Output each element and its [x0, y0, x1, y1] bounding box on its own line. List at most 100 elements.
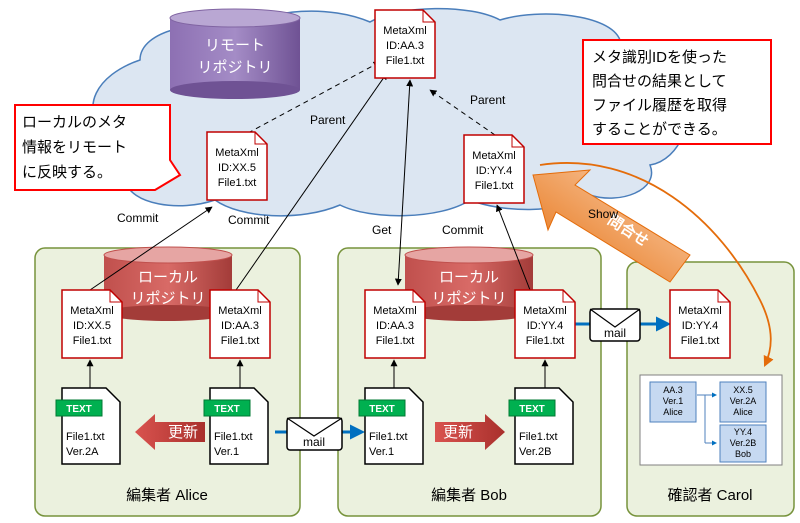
callout-left-line-3: に反映する。: [22, 164, 112, 181]
text-doc-alice-v2a-line-2: Ver.2A: [66, 446, 99, 458]
history-aa3-l2: Ver.1: [663, 396, 684, 406]
metaxml-remote-xx5-line-2: ID:XX.5: [218, 162, 256, 174]
metaxml-remote-yy4-line-2: ID:YY.4: [476, 165, 513, 177]
callout-right-line-1: メタ識別IDを使った: [592, 49, 727, 66]
commit-arrow-alice-2: [235, 72, 388, 291]
callout-right-line-2: 問合せの結果として: [592, 73, 727, 90]
text-tag-alice-v2a: [55, 399, 103, 417]
commit-label-alice-2: Commit: [228, 213, 270, 227]
mail-envelope-2: mail: [589, 308, 641, 342]
history-view: AA.3 Ver.1 Alice XX.5 Ver.2A Alice YY.4 …: [639, 374, 783, 466]
metaxml-alice-xx5-line-2: ID:XX.5: [73, 320, 111, 332]
text-tag-label-alice-v1: TEXT: [214, 404, 240, 415]
text-doc-alice-v1-line-1: File1.txt: [214, 431, 253, 443]
callout-left-line-2: 情報をリモート: [22, 139, 127, 156]
update-arrow-bob: 更新: [435, 414, 505, 450]
history-yy4-l1: YY.4: [734, 427, 752, 437]
local-repo-alice-label-1: ローカル: [138, 269, 198, 286]
metaxml-carol-yy4-line-1: MetaXml: [678, 305, 721, 317]
text-tag-label-bob-v1: TEXT: [369, 404, 395, 415]
local-repo-alice-label-2: リポジトリ: [130, 290, 205, 307]
metaxml-remote-aa3-line-1: MetaXml: [383, 25, 426, 37]
local-repo-bob-label-2: リポジトリ: [431, 290, 506, 307]
callout-left-line-1: ローカルのメタ: [22, 114, 127, 131]
metaxml-alice-xx5-line-3: File1.txt: [73, 335, 112, 347]
commit-arrow-alice-1: [89, 206, 213, 291]
show-arrow: [539, 162, 774, 367]
remote-repo-label-2: リポジトリ: [197, 59, 272, 76]
update-label-alice: 更新: [168, 424, 198, 441]
metaxml-alice-xx5-line-1: MetaXml: [70, 305, 113, 317]
metaxml-bob-yy4-line-2: ID:YY.4: [527, 320, 564, 332]
metaxml-bob-aa3-line-2: ID:AA.3: [376, 320, 414, 332]
parent-label-right: Parent: [470, 93, 506, 107]
metaxml-remote-aa3-line-2: ID:AA.3: [386, 40, 424, 52]
show-label: Show: [588, 207, 618, 221]
text-documents: TEXTFile1.txtVer.2ATEXTFile1.txtVer.1TEX…: [55, 387, 574, 465]
metaxml-remote-xx5-line-3: File1.txt: [218, 177, 257, 189]
mail-label-1: mail: [303, 435, 325, 449]
metaxml-carol-yy4-line-3: File1.txt: [681, 335, 720, 347]
metaxml-remote-aa3-line-3: File1.txt: [386, 55, 425, 67]
update-arrow-alice: 更新: [135, 414, 205, 450]
local-repo-bob-label-1: ローカル: [439, 269, 499, 286]
mail-envelope-1: mail: [286, 417, 343, 451]
callout-right-line-3: ファイル履歴を取得: [592, 97, 727, 114]
commit-arrow-bob: [496, 204, 531, 291]
callout-right: メタ識別IDを使った 問合せの結果として ファイル履歴を取得 することができる。: [582, 39, 772, 145]
mail-label-2: mail: [604, 326, 626, 340]
text-doc-bob-v1-line-1: File1.txt: [369, 431, 408, 443]
history-node-yy4: YY.4 Ver.2B Bob: [719, 424, 767, 463]
history-xx5-l3: Alice: [733, 407, 753, 417]
text-tag-alice-v1: [203, 399, 251, 417]
remote-repository: リモート リポジトリ: [169, 8, 301, 99]
text-tag-bob-v2b: [508, 399, 556, 417]
parent-arrow-right: [429, 89, 496, 136]
text-doc-bob-v1-line-2: Ver.1: [369, 446, 394, 458]
text-doc-bob-v2b-line-2: Ver.2B: [519, 446, 551, 458]
update-label-bob: 更新: [443, 424, 473, 441]
history-aa3-l3: Alice: [663, 407, 683, 417]
get-arrow: [394, 79, 414, 286]
commit-label-bob: Commit: [442, 223, 484, 237]
callout-right-line-4: することができる。: [592, 121, 727, 138]
metaxml-alice-aa3-line-1: MetaXml: [218, 305, 261, 317]
parent-label-left: Parent: [310, 113, 346, 127]
history-yy4-l3: Bob: [735, 449, 751, 459]
metaxml-remote-xx5-line-1: MetaXml: [215, 147, 258, 159]
remote-repo-label-1: リモート: [205, 37, 265, 54]
parent-arrow-left: [247, 61, 381, 134]
text-tag-bob-v1: [358, 399, 406, 417]
get-label: Get: [372, 223, 392, 237]
text-tag-label-alice-v2a: TEXT: [66, 404, 92, 415]
history-xx5-l2: Ver.2A: [730, 396, 757, 406]
metaxml-alice-aa3-line-2: ID:AA.3: [221, 320, 259, 332]
text-doc-alice-v1-line-2: Ver.1: [214, 446, 239, 458]
history-node-xx5: XX.5 Ver.2A Alice: [719, 381, 767, 423]
metaxml-bob-yy4-line-3: File1.txt: [526, 335, 565, 347]
metaxml-documents: MetaXmlID:AA.3File1.txtMetaXmlID:XX.5Fil…: [61, 9, 731, 359]
text-doc-bob-v2b-line-1: File1.txt: [519, 431, 558, 443]
history-xx5-l1: XX.5: [733, 385, 753, 395]
metaxml-remote-yy4-line-3: File1.txt: [475, 180, 514, 192]
metaxml-alice-aa3-line-3: File1.txt: [221, 335, 260, 347]
history-yy4-l2: Ver.2B: [730, 438, 757, 448]
panel-alice-title: 編集者 Alice: [126, 487, 208, 504]
history-aa3-l1: AA.3: [663, 385, 683, 395]
panel-carol-title: 確認者 Carol: [667, 487, 752, 504]
text-doc-alice-v2a-line-1: File1.txt: [66, 431, 105, 443]
history-node-aa3: AA.3 Ver.1 Alice: [649, 381, 697, 423]
local-repository-alice: ローカル リポジトリ: [103, 246, 233, 321]
metaxml-remote-yy4-line-1: MetaXml: [472, 150, 515, 162]
metaxml-bob-aa3-line-3: File1.txt: [376, 335, 415, 347]
metaxml-bob-yy4-line-1: MetaXml: [523, 305, 566, 317]
